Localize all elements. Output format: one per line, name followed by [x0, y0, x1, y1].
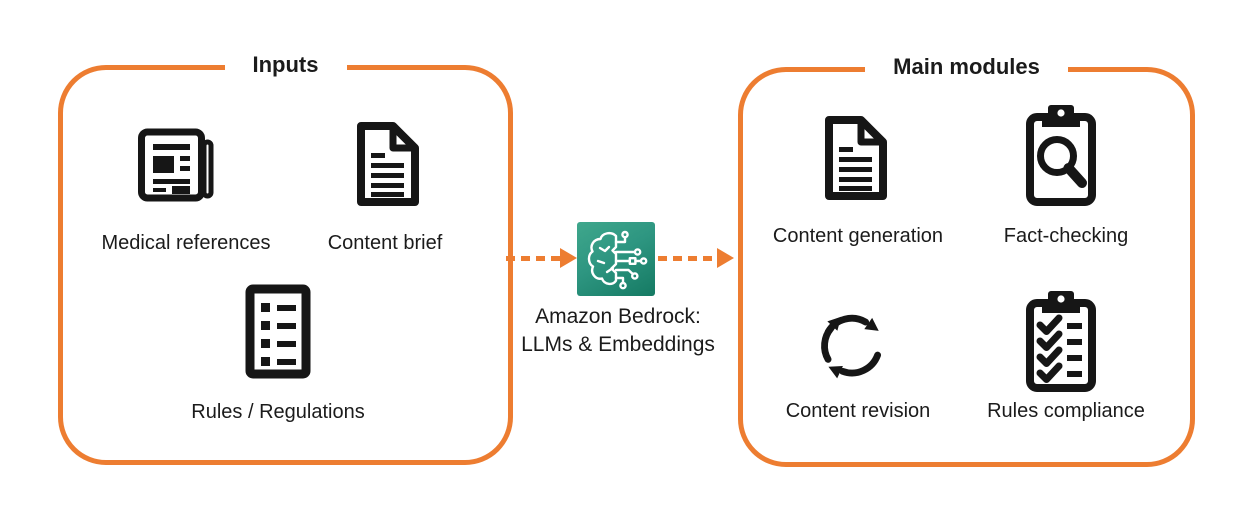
bedrock-label-line1: Amazon Bedrock: — [535, 305, 701, 328]
checklist-document-icon — [242, 283, 314, 380]
inputs-box: Inputs Medical references — [58, 52, 513, 465]
dashed-arrow-left-line — [506, 256, 560, 261]
inputs-box-title: Inputs — [63, 52, 508, 78]
item-label-fact-checking: Fact-checking — [1003, 225, 1129, 247]
document-icon — [820, 112, 892, 204]
amazon-bedrock-icon — [577, 222, 655, 296]
item-label-rules-compliance: Rules compliance — [987, 400, 1145, 422]
item-label-medical-references: Medical references — [101, 232, 271, 254]
inputs-box-title-text: Inputs — [224, 52, 347, 77]
document-icon — [352, 118, 424, 210]
clipboard-checklist-icon — [1023, 290, 1099, 394]
main-modules-box-title-text: Main modules — [865, 54, 1068, 79]
newspaper-icon — [135, 123, 217, 207]
item-label-content-generation: Content generation — [772, 225, 944, 247]
main-modules-box-title: Main modules — [743, 54, 1190, 80]
bedrock-label-line2: LLMs & Embeddings — [521, 333, 715, 356]
item-label-rules-regulations: Rules / Regulations — [191, 401, 365, 423]
bedrock-label: Amazon Bedrock: LLMs & Embeddings — [508, 303, 728, 359]
cycle-arrows-icon — [810, 303, 894, 385]
clipboard-magnifier-icon — [1023, 104, 1099, 208]
item-label-content-brief: Content brief — [327, 232, 443, 254]
main-modules-box: Main modules Content generation — [738, 54, 1195, 467]
arrowhead-right-icon — [717, 248, 734, 268]
dashed-arrow-right-line — [658, 256, 716, 261]
arrowhead-left-icon — [560, 248, 577, 268]
item-label-content-revision: Content revision — [785, 400, 931, 422]
